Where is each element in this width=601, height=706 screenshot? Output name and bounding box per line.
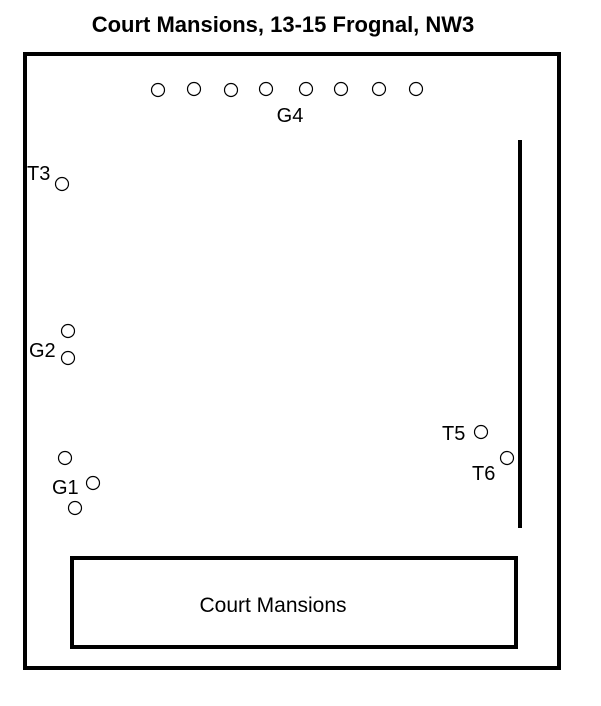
tree-marker [499,450,515,466]
diagram-title: Court Mansions, 13-15 Frognal, NW3 [92,12,475,37]
tree-group-g1: G1 [52,450,101,516]
label-g2: G2 [29,340,56,362]
label-t6: T6 [472,463,495,485]
tree-marker [60,350,76,366]
tree-marker [60,323,76,339]
tree-marker [371,81,387,97]
tree-marker [408,81,424,97]
tree-group-g4: G4 [150,81,424,127]
building-label: Court Mansions [199,594,346,617]
tree-group-t6: T6 [472,450,515,485]
tree-marker [223,82,239,98]
tree-marker [57,450,73,466]
label-g4: G4 [277,105,304,127]
tree-marker [473,424,489,440]
tree-marker [150,82,166,98]
label-t5: T5 [442,423,465,445]
tree-group-t5: T5 [442,423,489,445]
tree-marker [298,81,314,97]
tree-marker [54,176,70,192]
site-boundary [23,52,561,670]
tree-marker [258,81,274,97]
tree-marker [85,475,101,491]
tree-marker [186,81,202,97]
tree-marker [67,500,83,516]
building-outline [70,556,518,649]
tree-group-g2: G2 [29,323,76,366]
tree-group-t3: T3 [27,163,70,192]
tree-marker [333,81,349,97]
label-t3: T3 [27,163,50,185]
label-g1: G1 [52,477,79,499]
